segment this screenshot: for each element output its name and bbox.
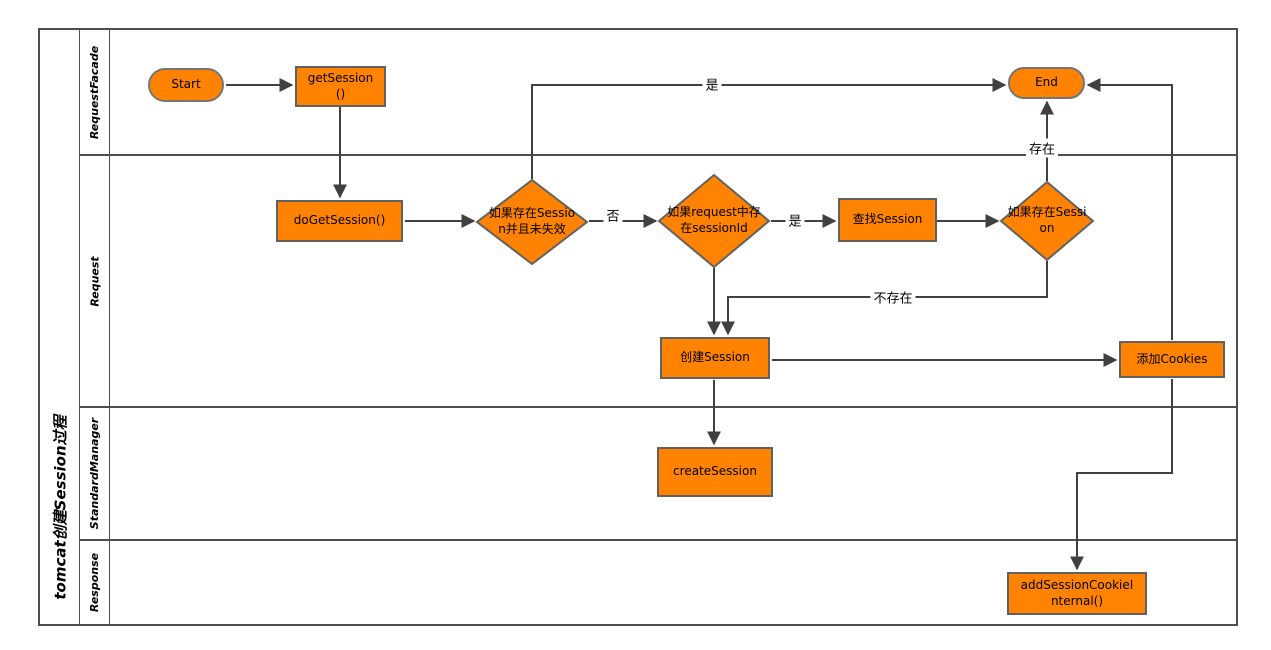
decision-session-valid-label: 如果存在Sessio n并且未失效 bbox=[488, 206, 576, 236]
lane-label-column: RequestFacade Request StandardManager Re… bbox=[80, 30, 110, 624]
edge-label-yes-top: 是 bbox=[702, 74, 722, 94]
edge-label-exists: 存在 bbox=[1025, 138, 1059, 158]
edge-label-not-exists: 不存在 bbox=[870, 287, 916, 307]
pool-title-label: tomcat创建Session过程 bbox=[51, 414, 70, 600]
addcookies-node[interactable]: 添加Cookies bbox=[1119, 341, 1225, 378]
createsession-cn-node[interactable]: 创建Session bbox=[660, 337, 770, 379]
end-node[interactable]: End bbox=[1008, 67, 1085, 99]
lane-divider-3 bbox=[80, 539, 1236, 541]
lane-standardmanager: StandardManager bbox=[80, 407, 110, 540]
edge-label-no: 否 bbox=[603, 205, 623, 225]
start-node[interactable]: Start bbox=[148, 68, 224, 102]
lane-standardmanager-label: StandardManager bbox=[88, 417, 102, 530]
edge-label-yes-mid: 是 bbox=[785, 210, 805, 230]
getsession-node[interactable]: getSession () bbox=[295, 66, 386, 107]
lane-request-label: Request bbox=[88, 255, 102, 307]
lane-divider-2 bbox=[80, 406, 1236, 408]
lane-response: Response bbox=[80, 540, 110, 624]
pool-frame bbox=[38, 28, 1238, 626]
findsession-node[interactable]: 查找Session bbox=[838, 198, 937, 242]
pool-title-column: tomcat创建Session过程 bbox=[40, 30, 80, 624]
createsession-node[interactable]: createSession bbox=[657, 447, 773, 497]
decision-session-exists-label: 如果存在Sessi on bbox=[1007, 205, 1087, 235]
lane-requestfacade-label: RequestFacade bbox=[88, 45, 102, 140]
addsessioncookieinternal-node[interactable]: addSessionCookieI nternal() bbox=[1007, 572, 1147, 615]
lane-response-label: Response bbox=[88, 552, 102, 612]
lane-divider-1 bbox=[80, 154, 1236, 156]
lane-request: Request bbox=[80, 155, 110, 407]
lane-requestfacade: RequestFacade bbox=[80, 30, 110, 155]
decision-request-sessionid-label: 如果request中存 在sessionId bbox=[667, 205, 761, 235]
dogetsession-node[interactable]: doGetSession() bbox=[276, 200, 403, 242]
